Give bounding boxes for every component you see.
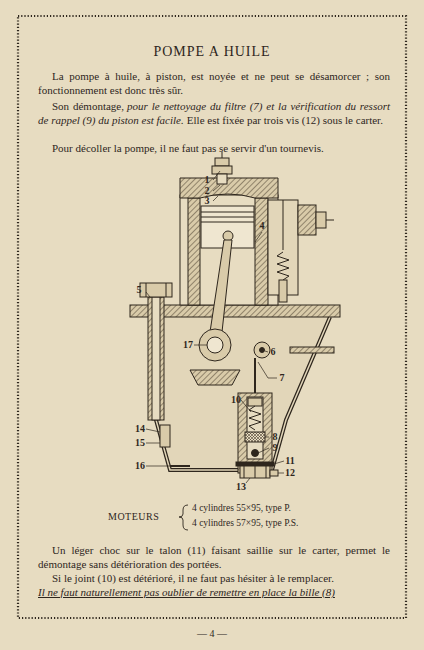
body-text: Un léger choc sur le talon (11) faisant … xyxy=(38,544,390,570)
callout-number: 15 xyxy=(135,438,145,448)
callout-number: 3 xyxy=(205,196,210,206)
callout-number: 13 xyxy=(236,482,246,492)
body-text: Elle est fixée par trois vis (12) sous l… xyxy=(187,114,383,126)
engine-heading: MOTEURS xyxy=(108,511,159,522)
callout-number: 2 xyxy=(205,186,210,196)
callout-number: 8 xyxy=(273,432,278,442)
callout-number: 11 xyxy=(285,456,294,466)
brace xyxy=(179,505,188,530)
page-border xyxy=(18,16,406,618)
body-text: Il ne faut naturellement pas oublier de … xyxy=(38,586,335,598)
callout-number: 4 xyxy=(260,221,265,231)
callout-number: 16 xyxy=(135,461,145,471)
page-number: — 4 — xyxy=(197,628,227,639)
callout-number: 1 xyxy=(205,175,210,185)
callout-number: 6 xyxy=(271,347,276,357)
engine-spec: 4 cylindres 55×95, type P. xyxy=(192,503,291,513)
body-text: Son démontage, xyxy=(52,100,124,112)
callout-number: 10 xyxy=(231,395,241,405)
paragraph: Un léger choc sur le talon (11) faisant … xyxy=(38,544,390,571)
body-text: Pour décoller la pompe, il ne faut pas s… xyxy=(52,142,324,154)
engine-section xyxy=(130,152,340,478)
page-title: POMPE A HUILE xyxy=(153,44,270,60)
paragraph: Si le joint (10) est détérioré, il ne fa… xyxy=(38,572,390,586)
callout-number: 14 xyxy=(135,424,145,434)
paragraph: Il ne faut naturellement pas oublier de … xyxy=(38,586,390,600)
leader-lines xyxy=(146,171,284,483)
paragraph: Son démontage,pour le nettoyage du filtr… xyxy=(38,100,390,127)
callout-number: 5 xyxy=(137,285,142,295)
paragraph: La pompe à huile, à piston, est noyée et… xyxy=(38,70,390,97)
body-text: La pompe à huile, à piston, est noyée et… xyxy=(38,70,390,96)
engine-spec: 4 cylindres 57×95, type P.S. xyxy=(192,518,298,528)
callout-number: 17 xyxy=(183,340,193,350)
callout-number: 12 xyxy=(285,468,295,478)
body-text: Si le joint (10) est détérioré, il ne fa… xyxy=(52,572,334,584)
callout-number: 9 xyxy=(273,443,278,453)
paragraph: Pour décoller la pompe, il ne faut pas s… xyxy=(38,142,390,156)
callout-number: 7 xyxy=(280,373,285,383)
